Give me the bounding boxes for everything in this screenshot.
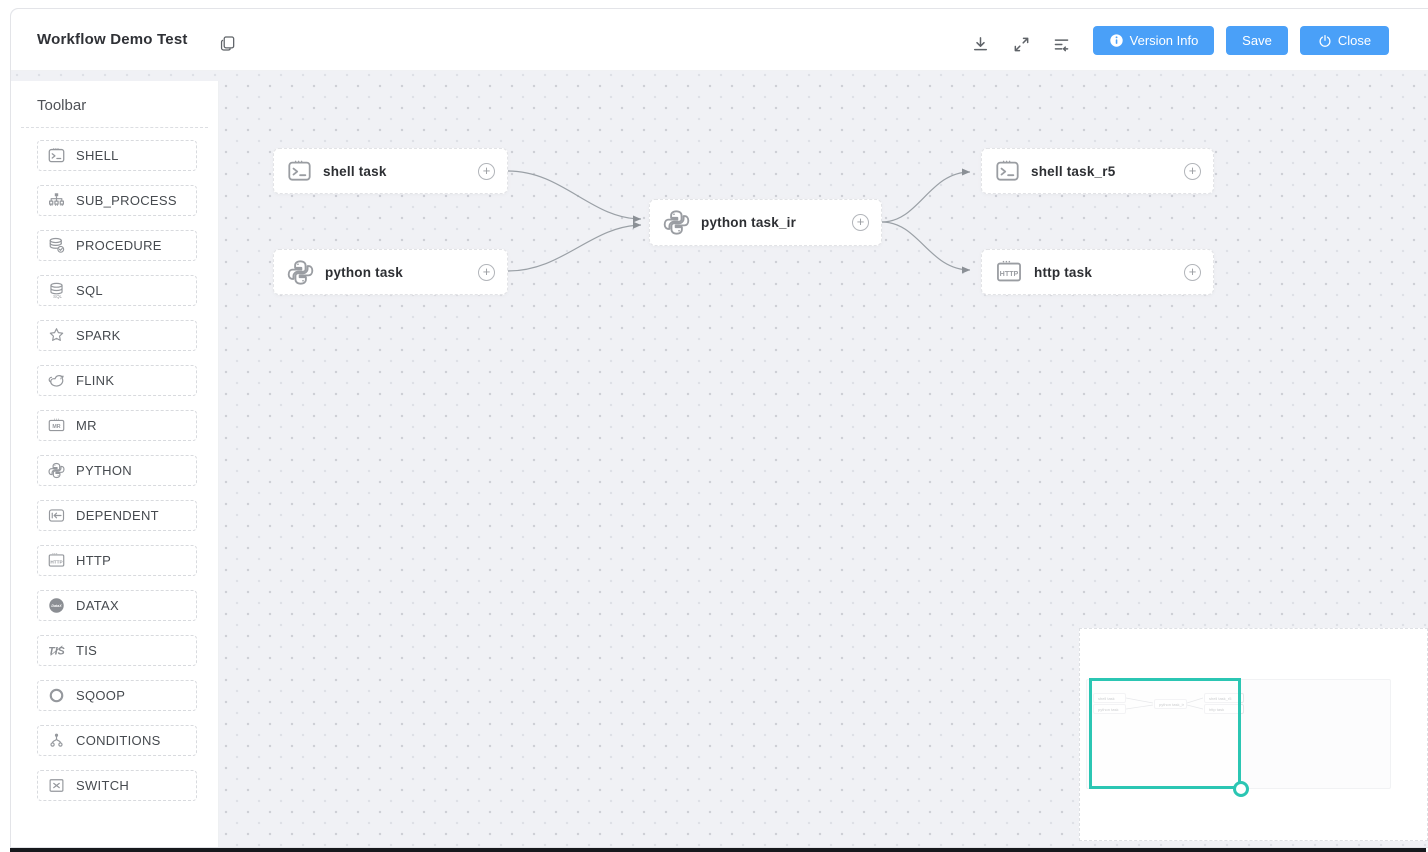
toolbar-item-label: CONDITIONS bbox=[76, 733, 161, 748]
header-bar: Workflow Demo Test Version Info Save Clo… bbox=[11, 9, 1428, 71]
toolbar-item-list: SHELL SUB_PROCESS PROCEDURE SQL SPARK FL… bbox=[11, 128, 218, 801]
minimap-panel: shell task python task python task_ir sh… bbox=[1079, 628, 1428, 841]
toolbar-item-label: SWITCH bbox=[76, 778, 130, 793]
toolbar-item-http[interactable]: HTTP bbox=[37, 545, 197, 576]
toolbar-item-sql[interactable]: SQL bbox=[37, 275, 197, 306]
task-node-http-task[interactable]: http task + bbox=[981, 249, 1214, 295]
toolbar-title: Toolbar bbox=[37, 97, 87, 114]
format-dag-icon[interactable] bbox=[1053, 36, 1070, 53]
toolbar-item-label: MR bbox=[76, 418, 97, 433]
toolbar-item-label: TIS bbox=[76, 643, 98, 658]
http-icon bbox=[995, 259, 1023, 285]
toolbar-item-spark[interactable]: SPARK bbox=[37, 320, 197, 351]
minimap-resize-handle[interactable] bbox=[1233, 781, 1249, 797]
procedure-icon bbox=[48, 237, 65, 254]
flink-icon bbox=[48, 372, 65, 389]
python-icon bbox=[663, 209, 690, 236]
conditions-icon bbox=[48, 732, 65, 749]
tis-icon bbox=[48, 642, 65, 659]
task-node-label: shell task_r5 bbox=[1031, 163, 1116, 179]
python-icon bbox=[48, 462, 65, 479]
task-node-label: shell task bbox=[323, 163, 387, 179]
sqoop-icon bbox=[48, 687, 65, 704]
toolbar-item-sqoop[interactable]: SQOOP bbox=[37, 680, 197, 711]
task-node-python-task-ir[interactable]: python task_ir + bbox=[649, 199, 882, 246]
toolbar-item-label: HTTP bbox=[76, 553, 112, 568]
minimap-viewport[interactable] bbox=[1089, 678, 1241, 789]
toolbar-panel: Toolbar SHELL SUB_PROCESS PROCEDURE SQL … bbox=[11, 81, 219, 847]
version-info-button[interactable]: Version Info bbox=[1093, 26, 1214, 55]
add-edge-handle[interactable]: + bbox=[1184, 162, 1201, 180]
mr-icon bbox=[48, 417, 65, 434]
workflow-editor-window: Workflow Demo Test Version Info Save Clo… bbox=[10, 8, 1428, 848]
toolbar-item-label: DEPENDENT bbox=[76, 508, 159, 523]
add-edge-handle[interactable]: + bbox=[478, 263, 495, 281]
toolbar-item-conditions[interactable]: CONDITIONS bbox=[37, 725, 197, 756]
toolbar-item-python[interactable]: PYTHON bbox=[37, 455, 197, 486]
toolbar-item-label: SUB_PROCESS bbox=[76, 193, 177, 208]
workflow-title: Workflow Demo Test bbox=[37, 31, 188, 48]
http-icon bbox=[48, 552, 65, 569]
shell-icon bbox=[48, 147, 65, 164]
task-node-shell-task-r5[interactable]: shell task_r5 + bbox=[981, 148, 1214, 194]
toolbar-item-label: PROCEDURE bbox=[76, 238, 162, 253]
power-icon bbox=[1318, 34, 1332, 48]
toolbar-item-label: PYTHON bbox=[76, 463, 132, 478]
add-edge-handle[interactable]: + bbox=[1184, 263, 1201, 281]
toolbar-item-label: FLINK bbox=[76, 373, 115, 388]
task-node-python-task[interactable]: python task + bbox=[273, 249, 508, 295]
toolbar-item-shell[interactable]: SHELL bbox=[37, 140, 197, 171]
copy-icon[interactable] bbox=[219, 35, 236, 52]
spark-icon bbox=[48, 327, 65, 344]
toolbar-item-datax[interactable]: DATAX bbox=[37, 590, 197, 621]
toolbar-item-label: SQOOP bbox=[76, 688, 126, 703]
version-info-label: Version Info bbox=[1129, 33, 1199, 48]
toolbar-item-procedure[interactable]: PROCEDURE bbox=[37, 230, 197, 261]
toolbar-item-label: SHELL bbox=[76, 148, 119, 163]
switch-icon bbox=[48, 777, 65, 794]
close-button[interactable]: Close bbox=[1300, 26, 1389, 55]
download-icon[interactable] bbox=[972, 36, 989, 53]
shell-icon bbox=[287, 159, 312, 183]
sql-icon bbox=[48, 282, 65, 299]
window-bottom-edge bbox=[10, 848, 1426, 852]
task-node-label: python task bbox=[325, 264, 403, 280]
add-edge-handle[interactable]: + bbox=[852, 214, 869, 231]
python-icon bbox=[287, 259, 314, 286]
toolbar-item-flink[interactable]: FLINK bbox=[37, 365, 197, 396]
toolbar-item-switch[interactable]: SWITCH bbox=[37, 770, 197, 801]
task-node-label: python task_ir bbox=[701, 215, 797, 230]
toolbar-item-mr[interactable]: MR bbox=[37, 410, 197, 441]
save-button[interactable]: Save bbox=[1226, 26, 1288, 55]
shell-icon bbox=[995, 159, 1020, 183]
toolbar-item-label: DATAX bbox=[76, 598, 119, 613]
add-edge-handle[interactable]: + bbox=[478, 162, 495, 180]
fullscreen-icon[interactable] bbox=[1013, 36, 1030, 53]
toolbar-item-label: SPARK bbox=[76, 328, 121, 343]
toolbar-separator bbox=[21, 127, 208, 128]
toolbar-item-sub-process[interactable]: SUB_PROCESS bbox=[37, 185, 197, 216]
dependent-icon bbox=[48, 507, 65, 524]
close-label: Close bbox=[1337, 33, 1372, 48]
sub-process-icon bbox=[48, 192, 65, 209]
task-node-shell-task[interactable]: shell task + bbox=[273, 148, 508, 194]
datax-icon bbox=[48, 597, 65, 614]
toolbar-item-dependent[interactable]: DEPENDENT bbox=[37, 500, 197, 531]
toolbar-item-label: SQL bbox=[76, 283, 103, 298]
toolbar-item-tis[interactable]: TIS bbox=[37, 635, 197, 666]
save-label: Save bbox=[1242, 33, 1272, 48]
task-node-label: http task bbox=[1034, 264, 1093, 280]
info-icon bbox=[1109, 33, 1124, 48]
